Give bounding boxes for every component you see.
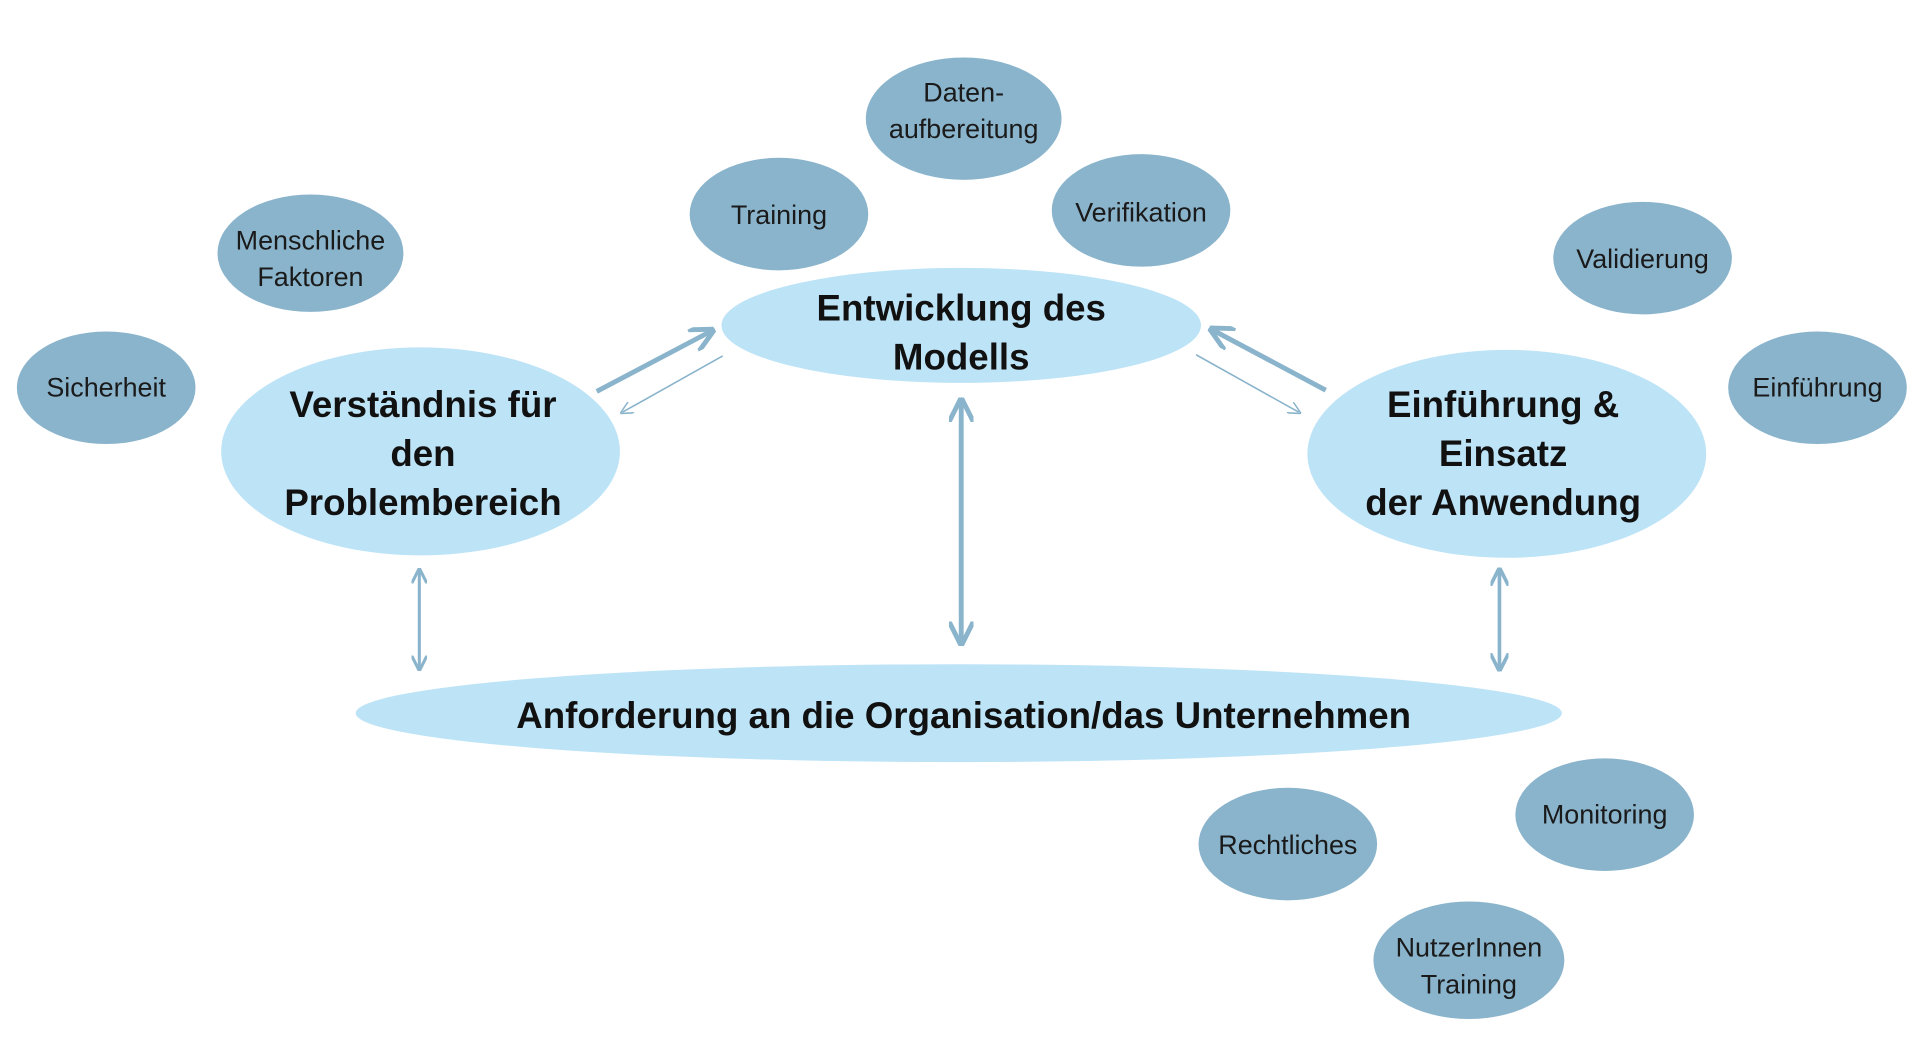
node-label: Training — [731, 200, 827, 230]
arrow-problem-to-model — [595, 332, 711, 394]
node-label: Rechtliches — [1218, 830, 1357, 860]
node-label: Sicherheit — [46, 372, 166, 402]
node-label: NutzerInnen — [1396, 933, 1543, 963]
node-validation: Validierung — [1553, 201, 1732, 315]
node-label: Menschliche — [236, 226, 386, 256]
node-label: Validierung — [1576, 244, 1709, 274]
arrow-model-to-problem — [622, 355, 724, 412]
node-label: Problembereich — [284, 482, 561, 523]
node-label: Entwicklung des — [816, 287, 1105, 328]
node-label: Einführung & — [1387, 384, 1619, 425]
node-deployment: Einführung & Einsatz der Anwendung — [1307, 349, 1707, 558]
node-safety: Sicherheit — [16, 331, 196, 445]
node-legal: Rechtliches — [1198, 787, 1378, 901]
node-label: Verständnis für — [289, 384, 556, 425]
arrow-model-to-deployment — [1195, 354, 1299, 412]
node-data-preparation: Daten- aufbereitung — [865, 57, 1062, 180]
node-label: Einsatz — [1439, 433, 1567, 474]
node-label: Einführung — [1752, 372, 1882, 402]
node-label: Daten- — [923, 78, 1004, 108]
node-organisation-requirements: Anforderung an die Organisation/das Unte… — [355, 664, 1562, 763]
node-problem-understanding: Verständnis für den Problembereich — [221, 347, 620, 556]
node-label: Modells — [893, 336, 1030, 377]
node-verification: Verifikation — [1051, 154, 1231, 267]
node-label: Training — [1421, 969, 1517, 999]
node-introduction: Einführung — [1728, 331, 1907, 445]
node-training: Training — [689, 157, 869, 271]
node-label: den — [390, 433, 455, 474]
node-label: Faktoren — [257, 262, 363, 292]
node-user-training: NutzerInnen Training — [1373, 901, 1565, 1019]
node-label: Monitoring — [1542, 799, 1668, 829]
node-human-factors: Menschliche Faktoren — [217, 194, 404, 312]
node-monitoring: Monitoring — [1515, 758, 1694, 871]
node-model-development: Entwicklung des Modells — [721, 267, 1201, 383]
node-label: Anforderung an die Organisation/das Unte… — [516, 695, 1411, 736]
node-label: aufbereitung — [889, 114, 1039, 144]
node-label: der Anwendung — [1365, 482, 1641, 523]
node-label: Verifikation — [1075, 197, 1207, 227]
arrow-deployment-to-model — [1213, 330, 1327, 393]
